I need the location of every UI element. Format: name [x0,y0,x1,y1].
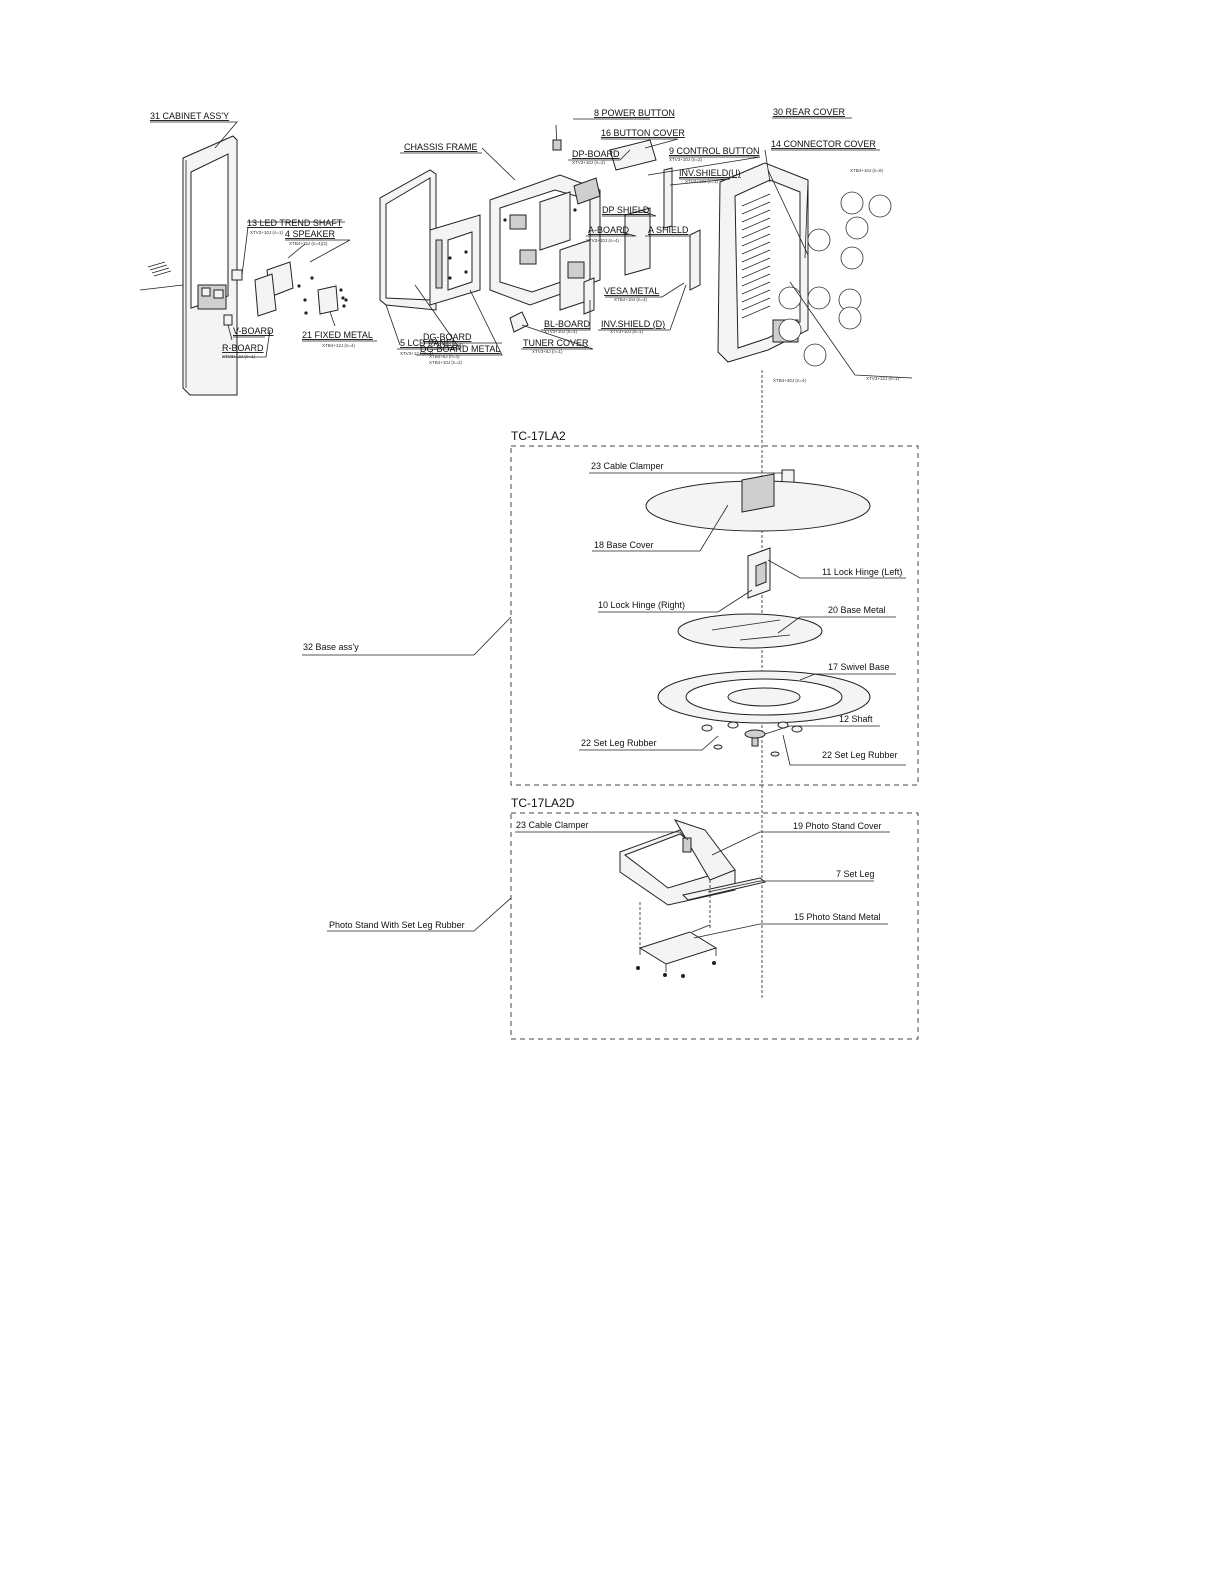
tc-17la2d-group-box [510,812,919,1040]
lcd-panel-part [379,169,437,346]
screw-note-a-board: XTV3+10J (n=4) [586,238,620,243]
label-swivel-base: 17 Swivel Base [828,662,890,672]
label-base-metal: 20 Base Metal [828,605,886,615]
screw-note-inv-shield-u: XTV3+12J (n=1) [685,179,719,184]
label-fixed-metal: 21 FIXED METAL [302,330,373,340]
label-set-leg-rubber-right: 22 Set Leg Rubber [822,750,898,760]
label-dp-board: DP-BOARD [572,149,620,159]
base-metal-part [677,613,823,649]
screw-note-dg-board-metal-2: XTB4+10J (n=2) [429,360,463,365]
screw-note-rear-bottom: XTB4+30J (n=4) [773,378,807,383]
label-shaft: 12 Shaft [839,714,873,724]
swivel-base-part [657,670,871,724]
label-chassis-frame: CHASSIS FRAME [404,142,478,152]
label-bl-board: BL-BOARD [544,319,591,329]
screw-note-dg-board-metal: XTB4+8J (n=4) [429,354,460,359]
label-control-button: 9 CONTROL BUTTON [669,146,760,156]
label-r-board: R-BOARD [222,343,264,353]
label-dp-shield: DP SHIELD [602,205,650,215]
label-power-button: 8 POWER BUTTON [594,108,675,118]
model-tc-17la2d: TC-17LA2D [511,796,575,810]
lock-hinge-parts [747,547,771,599]
part-labels: 31 CABINET ASS'Y 13 LED TREND SHAFT XTV3… [150,107,902,930]
speaker-parts [254,243,314,317]
label-set-leg-rubber-left: 22 Set Leg Rubber [581,738,657,748]
screw-callout-circles [778,191,913,379]
label-vesa-metal: VESA METAL [604,286,659,296]
label-connector-cover: 14 CONNECTOR COVER [771,139,876,149]
label-a-shield: A SHIELD [648,225,689,235]
label-inv-shield-d: INV.SHIELD (D) [601,319,665,329]
photo-stand-metal-part [636,880,718,978]
label-rear-cover: 30 REAR COVER [773,107,846,117]
label-set-leg: 7 Set Leg [836,869,875,879]
screw-note-led-trend-shaft: XTV3+10J (n=1) [250,230,284,235]
label-inv-shield-u: INV.SHIELD(U) [679,168,741,178]
label-speaker: 4 SPEAKER [285,229,336,239]
label-lcd-panel: 5 LCD PANEL [400,338,457,348]
label-lock-hinge-left: 11 Lock Hinge (Left) [822,567,902,577]
connector-cover-part [767,169,809,259]
label-base-assy: 32 Base ass'y [303,642,359,652]
screw-note-dg-board: XTV3+10J (n=4) [430,342,464,347]
tuner-cover-part [509,311,529,333]
set-leg-rubber-parts [701,721,803,757]
label-photo-stand-metal: 15 Photo Stand Metal [794,912,881,922]
leader-lines [150,117,906,939]
label-cabinet-assy: 31 CABINET ASS'Y [150,111,229,121]
board-stack [539,124,701,315]
photo-stand-cover-part [619,819,736,906]
screw-note-control-button: XTV3+10J (n=2) [669,157,703,162]
label-photo-stand-cover: 19 Photo Stand Cover [793,821,882,831]
label-v-board: V-BOARD [233,326,274,336]
label-a-board: A-BOARD [588,225,630,235]
screw-note-speaker: XTB4+15J (n=4)(2) [289,241,328,246]
screw-note-fixed-metal: XTB4+12J (n=4) [322,343,356,348]
screw-note-tuner-cover: XTV3+8J (n=1) [532,349,563,354]
label-led-trend-shaft: 13 LED TREND SHAFT [247,218,343,228]
screw-note-rear-top: XTB4+16J (n=8) [850,168,884,173]
r-board-part [223,314,233,341]
label-dg-board-metal: DG-BOARD METAL [420,344,500,354]
label-cable-clamper-a: 23 Cable Clamper [591,461,664,471]
screw-note-dp-board: XTV3+10J (n=2) [572,160,606,165]
label-button-cover: 16 BUTTON COVER [601,128,685,138]
tc-17la2-group-box [510,445,919,786]
led-trend-shaft [231,226,249,281]
label-dg-board: DG-BOARD [423,332,472,342]
label-photo-stand-with-rubber: Photo Stand With Set Leg Rubber [329,920,465,930]
dg-board-parts [429,214,481,306]
screw-note-bl-board: XTV3+10J (n=4) [544,329,578,334]
label-base-cover: 18 Base Cover [594,540,654,550]
screw-note-inv-shield-d: XTV3+10J (n=1) [610,329,644,334]
screw-note-rear-right: XTV3+12J (n=1) [866,376,900,381]
label-cable-clamper-b: 23 Cable Clamper [516,820,589,830]
cabinet-assembly [139,135,238,396]
base-cover-part [645,473,871,532]
screw-note-vesa-metal: XTB4+10J (n=4) [614,297,648,302]
fixed-metal-part [317,285,348,327]
label-lock-hinge-right: 10 Lock Hinge (Right) [598,600,685,610]
screw-note-r-board: XTV3+12J (n=1) [222,354,256,359]
label-tuner-cover: TUNER COVER [523,338,589,348]
screw-note-lcd-panel: XTV3+12J (n=4) [400,351,434,356]
model-tc-17la2: TC-17LA2 [511,429,566,443]
